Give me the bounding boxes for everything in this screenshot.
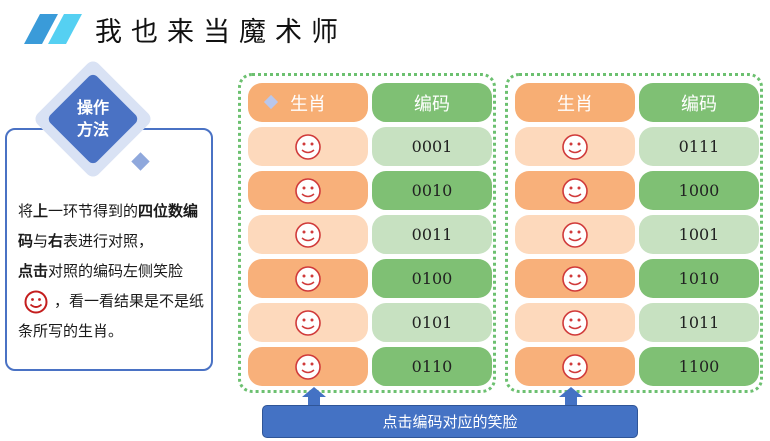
method-badge: 操作 方法 bbox=[63, 97, 123, 141]
smiley-button[interactable] bbox=[248, 127, 368, 166]
text-bold: 上 bbox=[33, 202, 49, 220]
text-part: 表进行对照， bbox=[63, 232, 154, 250]
code-value: 1000 bbox=[678, 181, 720, 200]
click-smiley-button[interactable]: 点击编码对应的笑脸 bbox=[262, 405, 638, 438]
text-part: 对照的编码左侧笑脸 bbox=[48, 262, 184, 280]
text-bold: 四位数编码 bbox=[18, 202, 199, 250]
code-cell: 1011 bbox=[639, 303, 759, 342]
code-cell: 1010 bbox=[639, 259, 759, 298]
badge-line-2: 方法 bbox=[76, 120, 109, 139]
header-code: 编码 bbox=[372, 83, 492, 122]
smiley-icon bbox=[562, 265, 588, 292]
smiley-icon bbox=[295, 221, 321, 248]
text-part: 将 bbox=[18, 202, 34, 220]
smiley-icon bbox=[295, 353, 321, 380]
method-card bbox=[5, 128, 213, 371]
code-value: 1100 bbox=[678, 357, 720, 376]
text-part: 一环节得到的 bbox=[48, 202, 139, 220]
smiley-icon bbox=[295, 177, 321, 204]
header-zodiac-label: 生肖 bbox=[557, 93, 593, 115]
up-arrow-icon bbox=[559, 387, 583, 407]
smiley-button[interactable] bbox=[515, 171, 635, 210]
header-zodiac: 生肖 bbox=[248, 83, 368, 122]
smiley-button[interactable] bbox=[248, 303, 368, 342]
code-value: 0110 bbox=[411, 357, 453, 376]
code-value: 0111 bbox=[678, 137, 720, 156]
smiley-button[interactable] bbox=[515, 215, 635, 254]
smiley-button[interactable] bbox=[515, 347, 635, 386]
up-arrow-icon bbox=[302, 387, 326, 407]
code-cell: 1000 bbox=[639, 171, 759, 210]
code-cell: 1001 bbox=[639, 215, 759, 254]
click-smiley-button-label: 点击编码对应的笑脸 bbox=[382, 413, 518, 431]
smiley-icon bbox=[562, 177, 588, 204]
text-part: 与 bbox=[33, 232, 49, 250]
code-value: 1001 bbox=[678, 225, 720, 244]
code-table-left: 生肖 编码 0001 0010 0011 0100 0101 0110 bbox=[238, 73, 496, 393]
smiley-button[interactable] bbox=[248, 215, 368, 254]
smiley-icon bbox=[24, 290, 48, 313]
smiley-icon bbox=[295, 309, 321, 336]
smiley-button[interactable] bbox=[248, 171, 368, 210]
smiley-icon bbox=[562, 221, 588, 248]
code-cell: 0111 bbox=[639, 127, 759, 166]
code-value: 0011 bbox=[411, 225, 453, 244]
code-cell: 0100 bbox=[372, 259, 492, 298]
title-stripes-icon bbox=[24, 14, 82, 44]
method-instructions: 将上一环节得到的四位数编码与右表进行对照， 点击对照的编码左侧笑脸 ，看一看结果是… bbox=[18, 196, 208, 346]
code-cell: 1100 bbox=[639, 347, 759, 386]
code-cell: 0011 bbox=[372, 215, 492, 254]
header-zodiac: 生肖 bbox=[515, 83, 635, 122]
smiley-icon bbox=[295, 265, 321, 292]
header-code-label: 编码 bbox=[414, 93, 450, 115]
code-value: 0101 bbox=[411, 313, 453, 332]
header-code: 编码 bbox=[639, 83, 759, 122]
decorative-diamond-icon bbox=[263, 94, 279, 110]
code-value: 1010 bbox=[678, 269, 720, 288]
code-value: 0010 bbox=[411, 181, 453, 200]
code-cell: 0101 bbox=[372, 303, 492, 342]
smiley-button[interactable] bbox=[248, 259, 368, 298]
header-code-label: 编码 bbox=[681, 93, 717, 115]
text-bold: 点击 bbox=[18, 262, 49, 280]
code-cell: 0010 bbox=[372, 171, 492, 210]
smiley-button[interactable] bbox=[515, 303, 635, 342]
code-value: 0100 bbox=[411, 269, 453, 288]
text-part: ，看一看结果是不是纸条所写的生肖。 bbox=[18, 292, 205, 340]
code-table-right: 生肖 编码 0111 1000 1001 1010 1011 1100 bbox=[505, 73, 763, 393]
smiley-button[interactable] bbox=[515, 259, 635, 298]
smiley-icon bbox=[295, 133, 321, 160]
page-title: 我也来当魔术师 bbox=[95, 17, 347, 48]
code-cell: 0001 bbox=[372, 127, 492, 166]
smiley-button[interactable] bbox=[248, 347, 368, 386]
smiley-icon bbox=[562, 353, 588, 380]
smiley-icon bbox=[562, 309, 588, 336]
badge-line-1: 操作 bbox=[76, 98, 109, 117]
code-cell: 0110 bbox=[372, 347, 492, 386]
code-value: 0001 bbox=[411, 137, 453, 156]
code-value: 1011 bbox=[678, 313, 720, 332]
smiley-icon bbox=[562, 133, 588, 160]
text-bold: 右 bbox=[48, 232, 64, 250]
smiley-button[interactable] bbox=[515, 127, 635, 166]
header-zodiac-label: 生肖 bbox=[290, 93, 326, 115]
